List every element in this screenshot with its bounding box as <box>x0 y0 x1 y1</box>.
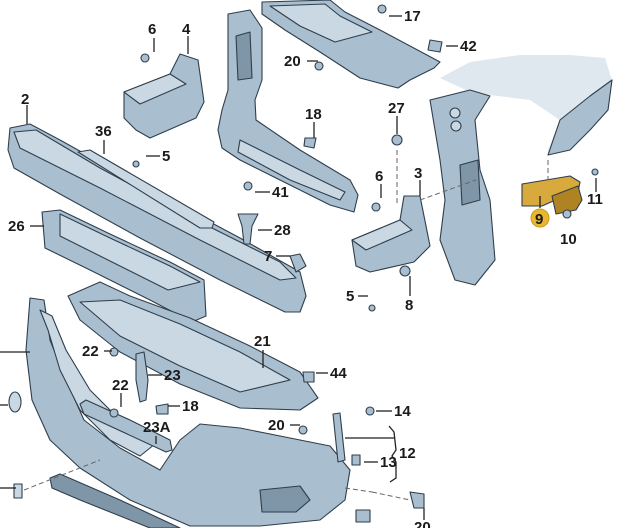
callout-20-lower: 20 <box>414 519 431 528</box>
callout-12: 12 <box>399 445 416 462</box>
fender-panel <box>429 55 613 286</box>
callout-18-upper: 18 <box>305 106 322 123</box>
upper-cover-panel <box>261 0 441 89</box>
callout-28: 28 <box>274 222 291 239</box>
bracket-4 <box>123 53 205 139</box>
callout-7: 7 <box>264 248 272 265</box>
reinforcement-23a <box>79 399 173 453</box>
callout-22-lower: 22 <box>112 377 129 394</box>
callout-41: 41 <box>272 184 289 201</box>
callout-9: 9 <box>535 211 543 228</box>
leader-lines <box>0 15 597 520</box>
bumper-beam <box>7 123 307 313</box>
callout-6-lower: 6 <box>375 168 383 185</box>
callout-21: 21 <box>254 333 271 350</box>
callout-4: 4 <box>182 21 191 38</box>
callout-13: 13 <box>380 454 397 471</box>
callout-22-upper: 22 <box>82 343 99 360</box>
callout-18-lower: 18 <box>182 398 199 415</box>
part-9-bracket <box>521 175 583 215</box>
callout-20-upper: 20 <box>284 53 301 70</box>
lock-carrier-side <box>217 9 359 213</box>
callout-5-lower: 5 <box>346 288 354 305</box>
lower-trim-strip <box>49 473 181 528</box>
callout-20-middle: 20 <box>268 417 285 434</box>
callout-27: 27 <box>388 100 405 117</box>
callout-36: 36 <box>95 123 112 140</box>
support-23 <box>135 351 149 403</box>
energy-absorber <box>41 209 207 323</box>
callout-23a: 23A <box>143 419 171 436</box>
undertray-21 <box>67 281 319 411</box>
callout-2: 2 <box>21 91 29 108</box>
assembly-lines <box>23 150 549 501</box>
bracket-3 <box>351 195 431 273</box>
callout-10: 10 <box>560 231 577 248</box>
holder-12 <box>332 412 346 463</box>
callout-3: 3 <box>414 165 422 182</box>
callout-23: 23 <box>164 367 181 384</box>
callout-11: 11 <box>587 191 603 208</box>
strip-36 <box>77 149 215 229</box>
callout-17: 17 <box>404 8 421 25</box>
callout-14: 14 <box>394 403 411 420</box>
callout-9-highlighted: 9 <box>530 208 550 228</box>
callout-44: 44 <box>330 365 347 382</box>
callout-26: 26 <box>8 218 25 235</box>
callout-8: 8 <box>405 297 413 314</box>
fasteners <box>8 4 599 523</box>
highlight-badge <box>530 208 550 228</box>
callout-6-upper: 6 <box>148 21 156 38</box>
callout-5-upper: 5 <box>162 148 170 165</box>
callout-42: 42 <box>460 38 477 55</box>
